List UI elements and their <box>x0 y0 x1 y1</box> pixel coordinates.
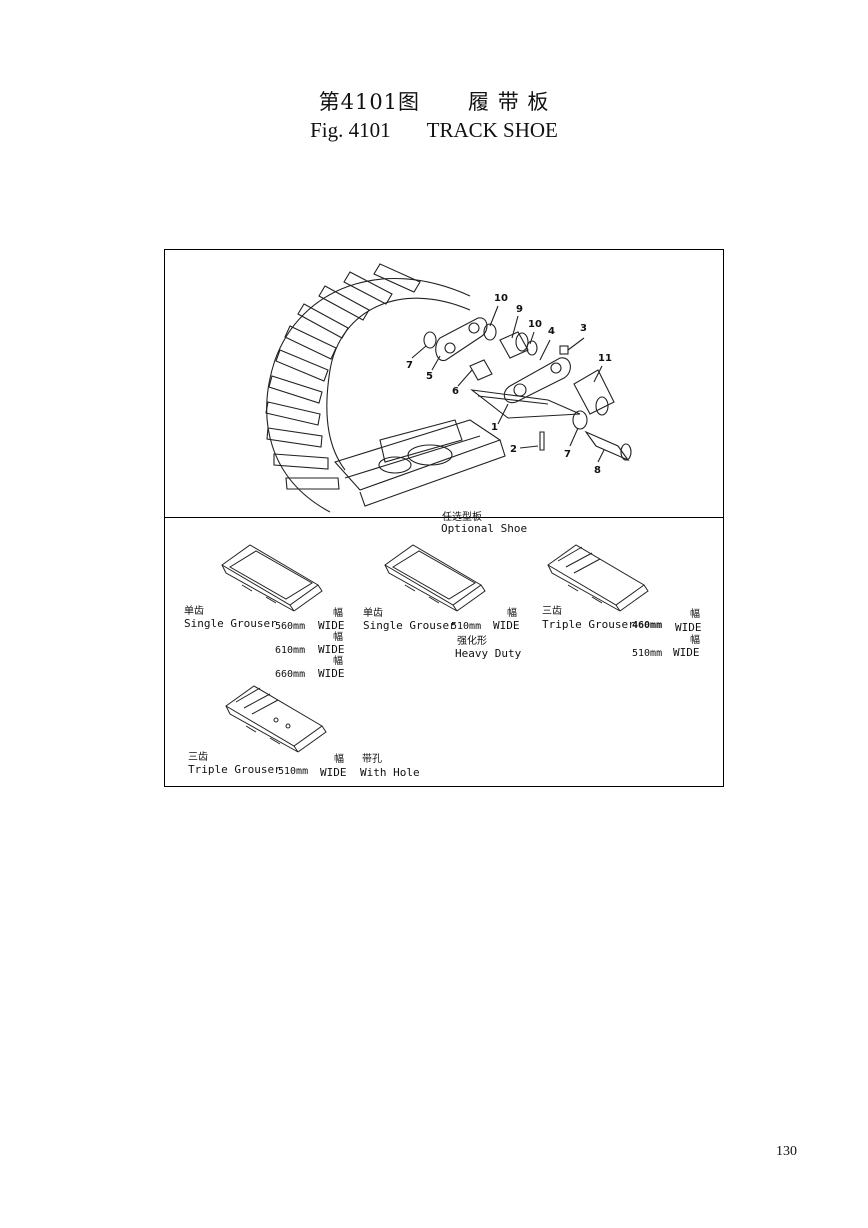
callout-7-right: 7 <box>564 449 571 460</box>
figure-divider <box>164 517 724 518</box>
shoe-d-name: Triple Grouser <box>188 763 281 776</box>
shoe-c-type-cn: 三齿 <box>542 606 562 617</box>
figure-title-cn: 第4101图 履 带 板 <box>0 86 868 116</box>
shoe-d-width-1-cn: 幅 <box>334 754 344 765</box>
shoe-c-width-2: 510mm <box>632 648 663 659</box>
optional-shoe-heading-cn: 任选型板 <box>442 512 482 523</box>
shoe-d-width-1: 510mm <box>278 766 309 777</box>
shoe-c-width-1-en: WIDE <box>675 621 702 634</box>
shoe-a-width-1: 560mm <box>275 621 306 632</box>
shoe-b-name: Single Grouser <box>363 619 456 632</box>
figure-number-cn: 第4101图 <box>318 90 421 114</box>
callout-6: 6 <box>452 386 459 397</box>
callout-1: 1 <box>491 422 498 433</box>
track-links <box>378 419 463 474</box>
shoe-single-grouser-560 <box>221 544 323 612</box>
shoe-a-width-2-cn: 幅 <box>333 632 343 643</box>
shoe-d-width-1-en: WIDE <box>320 766 347 779</box>
shoe-b-heavy-duty-cn: 强化形 <box>457 636 487 647</box>
shoe-a-width-3: 660mm <box>275 669 306 680</box>
shoe-c-width-1-cn: 幅 <box>690 609 700 620</box>
shoe-d-with-hole-cn: 带孔 <box>362 754 382 765</box>
callout-10: 10 <box>528 319 542 330</box>
shoe-triple-grouser-510-with-hole <box>225 685 327 753</box>
exploded-parts <box>411 305 632 463</box>
shoe-a-width-2-en: WIDE <box>318 643 345 656</box>
shoe-triple-grouser-460 <box>547 544 649 612</box>
figure-name-en: TRACK SHOE <box>426 118 558 142</box>
track-grousers <box>265 263 421 490</box>
shoe-d-with-hole-en: With Hole <box>360 766 420 779</box>
callout-11: 11 <box>598 353 612 364</box>
shoe-b-width-1-cn: 幅 <box>507 608 517 619</box>
callout-10-top: 10 <box>494 293 508 304</box>
figure-number-en: Fig. 4101 <box>310 118 391 142</box>
shoe-a-width-3-cn: 幅 <box>333 656 343 667</box>
callout-4: 4 <box>548 326 555 337</box>
shoe-b-type-cn: 单齿 <box>363 608 383 619</box>
callout-3: 3 <box>580 323 587 334</box>
shoe-c-width-2-en: WIDE <box>673 646 700 659</box>
track-chain-inner <box>326 297 471 471</box>
shoe-b-width-1-en: WIDE <box>493 619 520 632</box>
shoe-c-width-2-cn: 幅 <box>690 635 700 646</box>
page-number: 130 <box>776 1144 797 1159</box>
shoe-d-type-cn: 三齿 <box>188 752 208 763</box>
callout-9: 9 <box>516 304 523 315</box>
callout-7-left: 7 <box>406 360 413 371</box>
shoe-a-width-3-en: WIDE <box>318 667 345 680</box>
shoe-c-width-1: 460mm <box>632 620 663 631</box>
track-chain-outline <box>266 277 471 513</box>
figure-frame <box>164 249 724 787</box>
shoe-a-width-2: 610mm <box>275 645 306 656</box>
callout-8: 8 <box>594 465 601 476</box>
shoe-a-width-1-en: WIDE <box>318 619 345 632</box>
optional-shoe-heading-en: Optional Shoe <box>441 522 528 535</box>
callout-2: 2 <box>510 444 517 455</box>
shoe-single-grouser-510-heavy-duty <box>384 544 486 612</box>
figure-title-en: Fig. 4101 TRACK SHOE <box>0 118 868 143</box>
shoe-a-width-1-cn: 幅 <box>333 608 343 619</box>
shoe-a-type-cn: 单齿 <box>184 606 204 617</box>
shoe-c-name: Triple Grouser <box>542 618 635 631</box>
figure-name-cn: 履 带 板 <box>468 90 550 114</box>
shoe-a-name: Single Grouser <box>184 617 277 630</box>
callout-5: 5 <box>426 371 433 382</box>
shoe-b-heavy-duty-en: Heavy Duty <box>455 647 522 660</box>
shoe-b-width-1: 510mm <box>451 621 482 632</box>
